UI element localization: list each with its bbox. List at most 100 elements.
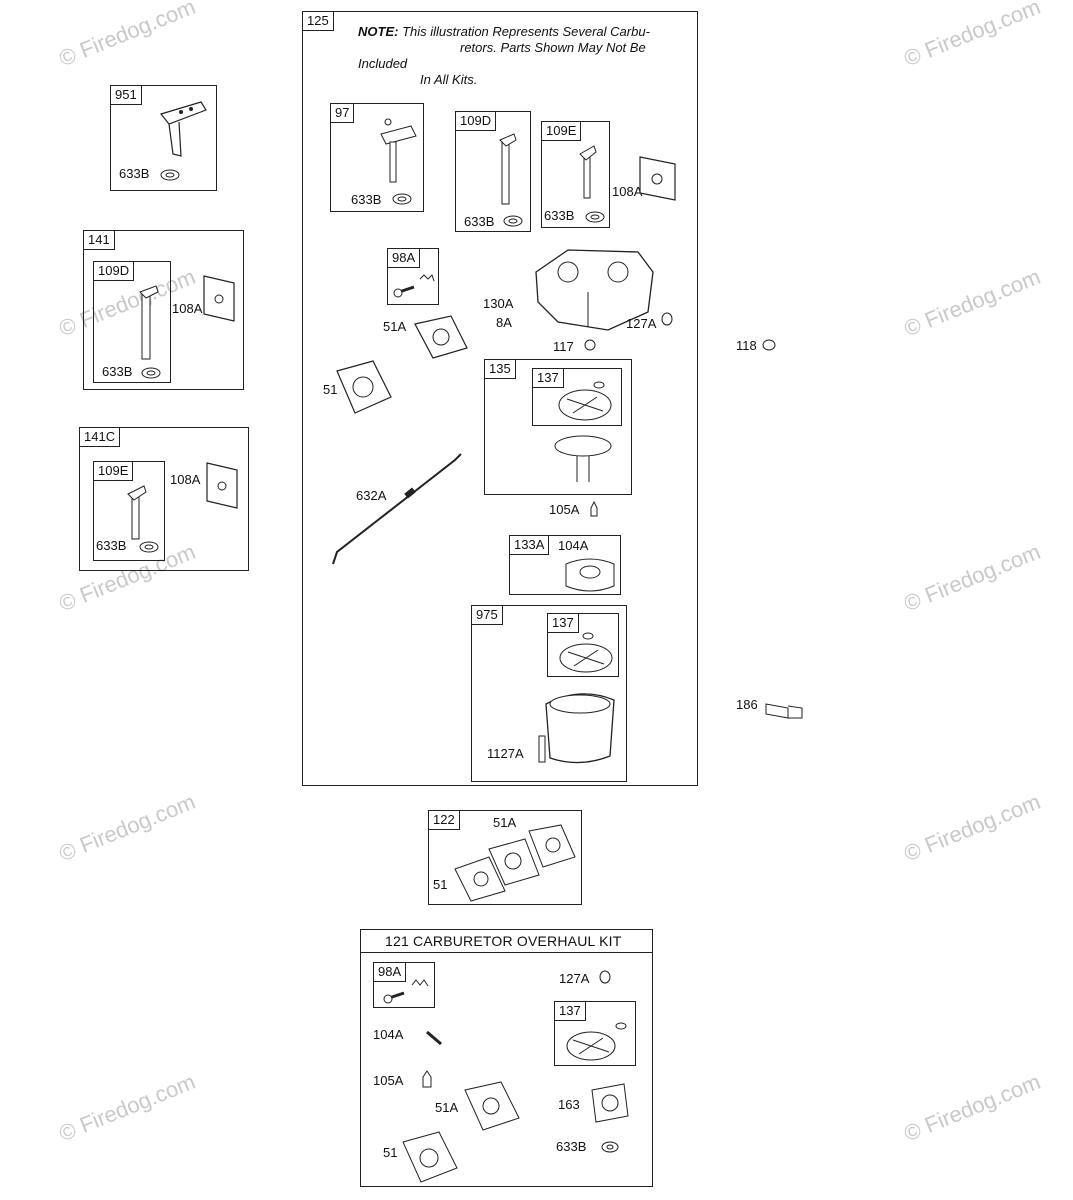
washer-part [139, 541, 159, 553]
part-label-117: 117 [553, 339, 574, 354]
group-141C: 141C 109E 633B 108A [79, 427, 249, 571]
shaft-part [127, 485, 147, 540]
watermark: © Firedog.com [900, 1068, 1044, 1147]
throttle-lever-part [159, 101, 207, 157]
group-109D-sub: 109D 633B [93, 261, 171, 383]
group-951: 951 633B [110, 85, 217, 191]
plug-part [584, 339, 596, 351]
gasket-kit-part [559, 632, 613, 673]
part-label: 633B [119, 166, 150, 181]
group-98A-id: 98A [387, 248, 421, 268]
gasket-part [414, 315, 468, 359]
part-label: 633B [556, 1139, 587, 1154]
part-label: 51 [433, 877, 448, 892]
group-122-id: 122 [428, 810, 460, 830]
part-label-186: 186 [736, 697, 758, 712]
gasket-kit-part [566, 1022, 627, 1061]
part-label-130A: 130A [483, 296, 514, 311]
fitting-part [765, 703, 803, 719]
group-97: 97 633B [330, 103, 424, 212]
float-bowl-part [554, 435, 612, 482]
part-label: 1127A [487, 746, 524, 761]
group-98A: 98A [387, 248, 439, 305]
bowl-adapter-part [545, 693, 615, 764]
watermark: © Firedog.com [55, 0, 199, 72]
part-label: 51 [383, 1145, 398, 1160]
group-109E-sub: 109E 633B [93, 461, 165, 561]
part-label: 163 [558, 1097, 580, 1112]
part-label: 51A [493, 815, 517, 830]
note-text: NOTE: This illustration Represents Sever… [358, 24, 698, 88]
screw-spring-part [393, 274, 435, 298]
group-137-kit: 137 [554, 1001, 636, 1066]
part-label-118: 118 [736, 338, 757, 353]
part-label: 108A [172, 301, 203, 316]
pin-part [426, 1030, 442, 1046]
washer-part [503, 215, 523, 227]
gasket-part [203, 275, 235, 322]
plug-part [762, 339, 776, 351]
part-label: 104A [558, 538, 589, 553]
note-line2: retors. Parts Shown May Not Be Included [358, 40, 646, 71]
part-label: 633B [96, 538, 127, 553]
part-label: 104A [373, 1027, 404, 1042]
needle-part [422, 1070, 432, 1088]
watermark: © Firedog.com [900, 0, 1044, 72]
watermark: © Firedog.com [55, 788, 199, 867]
part-label: 633B [464, 214, 495, 229]
part-label: 127A [559, 971, 590, 986]
governor-link-part [332, 453, 462, 565]
group-109D-sub-id: 109D [93, 261, 135, 281]
o-ring-part [599, 970, 611, 984]
washer-part [160, 169, 180, 181]
note-line3: In All Kits. [420, 72, 478, 87]
part-label: 108A [170, 472, 201, 487]
part-label-51: 51 [323, 382, 338, 397]
part-label-108A: 108A [612, 184, 643, 199]
gasket-set-part [454, 824, 576, 902]
group-109D-id: 109D [455, 111, 497, 131]
group-975-id: 975 [471, 605, 503, 625]
shaft-part [579, 145, 597, 199]
group-98A-kit: 98A [373, 962, 435, 1008]
watermark: © Firedog.com [55, 1068, 199, 1147]
group-109E-sub-id: 109E [93, 461, 134, 481]
screw-spring-part [383, 979, 429, 1004]
part-label-632A: 632A [356, 488, 387, 503]
group-122: 122 51A 51 [428, 810, 582, 905]
washer-part [585, 211, 605, 223]
note-prefix: NOTE: [358, 24, 399, 39]
kit-title: 121 CARBURETOR OVERHAUL KIT [385, 933, 622, 949]
group-951-id: 951 [110, 85, 142, 105]
watermark: © Firedog.com [900, 263, 1044, 342]
gasket-kit-part [558, 381, 612, 421]
gasket-part [639, 156, 676, 201]
group-133A-id: 133A [509, 535, 550, 555]
washer-part [141, 367, 161, 379]
choke-shaft-part [380, 118, 417, 183]
part-label-51A: 51A [383, 319, 407, 334]
group-125-id: 125 [302, 11, 334, 31]
washer-part [601, 1141, 619, 1153]
part-label-105A: 105A [549, 502, 580, 517]
part-label: 633B [102, 364, 133, 379]
part-label: 51A [435, 1100, 459, 1115]
group-137-sub-id: 137 [547, 613, 579, 633]
group-135: 135 137 [484, 359, 632, 495]
shaft-part [499, 133, 517, 205]
group-141C-id: 141C [79, 427, 121, 447]
group-121: 121 CARBURETOR OVERHAUL KIT 98A 127A 137… [360, 929, 653, 1187]
part-label: 633B [544, 208, 575, 223]
group-133A: 133A 104A [509, 535, 621, 595]
group-141: 141 109D 633B 108A [83, 230, 244, 390]
group-125: 125 NOTE: This illustration Represents S… [302, 11, 698, 786]
watermark: © Firedog.com [900, 788, 1044, 867]
gasket-part [464, 1081, 520, 1131]
group-137-sub: 137 [547, 613, 619, 677]
group-109E-id: 109E [541, 121, 582, 141]
group-135-id: 135 [484, 359, 516, 379]
needle-part [590, 500, 598, 517]
part-label: 633B [351, 192, 382, 207]
float-part [565, 558, 615, 592]
part-label: 105A [373, 1073, 404, 1088]
